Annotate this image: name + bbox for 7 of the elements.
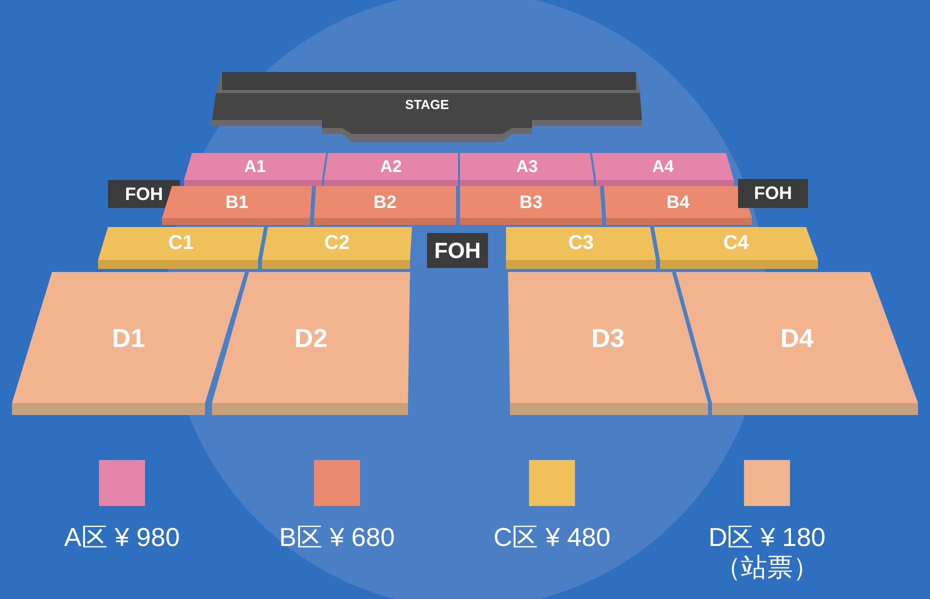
foh-booth: FOH <box>427 233 488 268</box>
foh-booth: FOH <box>738 179 808 208</box>
legend-label: C区 ¥ 480 <box>492 522 612 552</box>
legend-label: A区 ¥ 980 <box>63 522 181 552</box>
legend-label: D区 ¥ 180 （站票） <box>707 522 827 582</box>
stage-platform: STAGE <box>212 72 642 142</box>
legend-label: B区 ¥ 680 <box>278 522 396 552</box>
